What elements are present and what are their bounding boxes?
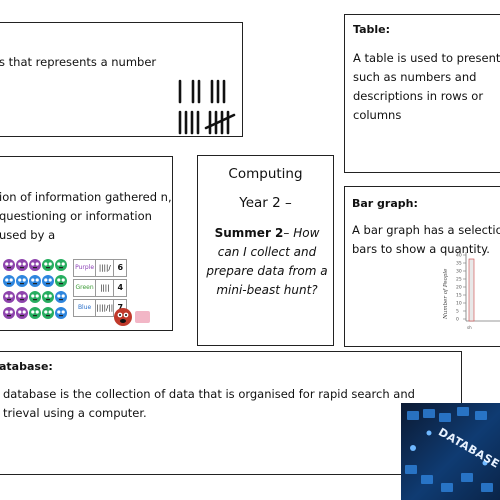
year-title: Year 2 – — [239, 195, 292, 211]
bar-graph-tick-label: 20 — [456, 285, 462, 291]
tally-row: Blue ||||/|| 7 — [73, 299, 127, 317]
monster-icon — [16, 259, 28, 271]
monster-icon — [3, 259, 15, 271]
tally-row-count: 6 — [117, 263, 124, 272]
table-title: Table: — [353, 23, 391, 36]
tally-definition: s that represents a number — [0, 55, 157, 69]
monster-icon — [3, 291, 15, 303]
bar-graph-ylabel: Number of People — [443, 268, 449, 320]
lesson-title-card: Computing Year 2 – Summer 2– How can I c… — [197, 155, 334, 346]
monster-tally-image: Purple ||||/ 6 Green |||| 4 Blue ||||/||… — [3, 255, 150, 326]
tally-row: Purple ||||/ 6 — [73, 259, 127, 277]
bar-graph-tick-label: 5 — [456, 309, 459, 315]
bar-graph-image: Number of People 40 35 30 25 20 15 10 5 0 sh — [443, 252, 500, 330]
bar-graph-tick-label: 25 — [456, 277, 462, 283]
monster-icon — [42, 307, 54, 319]
tally-table: Purple ||||/ 6 Green |||| 4 Blue ||||/||… — [73, 259, 127, 317]
monster-icon — [16, 291, 28, 303]
database-card: atabase: database is the collection of d… — [0, 351, 462, 475]
table-card: Table: A table is used to present data s… — [344, 14, 500, 173]
tally-row-marks: ||||/|| — [96, 300, 115, 316]
data-definition: ion of information gathered n, questioni… — [0, 190, 172, 242]
term-dash: – — [283, 226, 290, 240]
monster-icon — [16, 307, 28, 319]
data-card: ion of information gathered n, questioni… — [0, 156, 173, 331]
tally-row-label: Purple — [74, 260, 97, 276]
monster-icon — [55, 291, 67, 303]
tally-row: Green |||| 4 — [73, 279, 127, 297]
monster-icon — [55, 275, 67, 287]
red-monster-icon — [114, 308, 150, 326]
monster-icon — [3, 307, 15, 319]
tally-row-count: 7 — [117, 303, 124, 312]
bar-graph-tick-label: 15 — [456, 293, 462, 299]
monster-icon — [55, 307, 67, 319]
bar-graph-tick-label: 40 — [456, 253, 462, 259]
database-title: atabase: — [0, 360, 53, 373]
tally-row-marks: |||| — [96, 280, 115, 296]
monster-icon — [42, 291, 54, 303]
lesson-question: Summer 2– How can I collect and prepare … — [204, 224, 330, 300]
monster-icon — [29, 259, 41, 271]
monster-grid — [3, 259, 67, 319]
bar-graph-title: Bar graph: — [352, 197, 418, 210]
table-definition: A table is used to present data such as … — [353, 51, 500, 122]
database-image-label: DATABASE — [436, 425, 500, 470]
bar-graph-card: Bar graph: A bar graph has a selection o… — [344, 186, 500, 347]
subject-title: Computing — [228, 166, 303, 182]
monster-icon — [29, 275, 41, 287]
bar-graph-tick-label: 30 — [456, 269, 462, 275]
database-definition: database is the collection of data that … — [3, 387, 415, 420]
monster-icon — [42, 259, 54, 271]
bar-graph-tick-label: 10 — [456, 301, 462, 307]
svg-text:sh: sh — [467, 325, 472, 330]
tally-row-label: Blue — [74, 300, 97, 316]
tally-row-marks: ||||/ — [96, 260, 115, 276]
monster-icon — [29, 291, 41, 303]
tally-card: s that represents a number — [0, 22, 243, 137]
tally-marks-image — [178, 79, 236, 135]
bar-graph-tick-label: 0 — [456, 317, 459, 323]
monster-icon — [42, 275, 54, 287]
bar-graph-definition: A bar graph has a selection of bars to s… — [352, 223, 500, 256]
term-label: Summer 2 — [214, 226, 284, 240]
tally-row-count: 4 — [117, 283, 124, 292]
monster-icon — [29, 307, 41, 319]
question-text: How can I collect and prepare data from … — [206, 226, 328, 297]
database-tiles: DATABASE — [405, 407, 500, 492]
bar-graph-tick-label: 35 — [456, 261, 462, 267]
tally-row-label: Green — [74, 280, 97, 296]
database-image: DATABASE — [401, 403, 500, 500]
monster-icon — [55, 259, 67, 271]
monster-icon — [3, 275, 15, 287]
monster-icon — [16, 275, 28, 287]
